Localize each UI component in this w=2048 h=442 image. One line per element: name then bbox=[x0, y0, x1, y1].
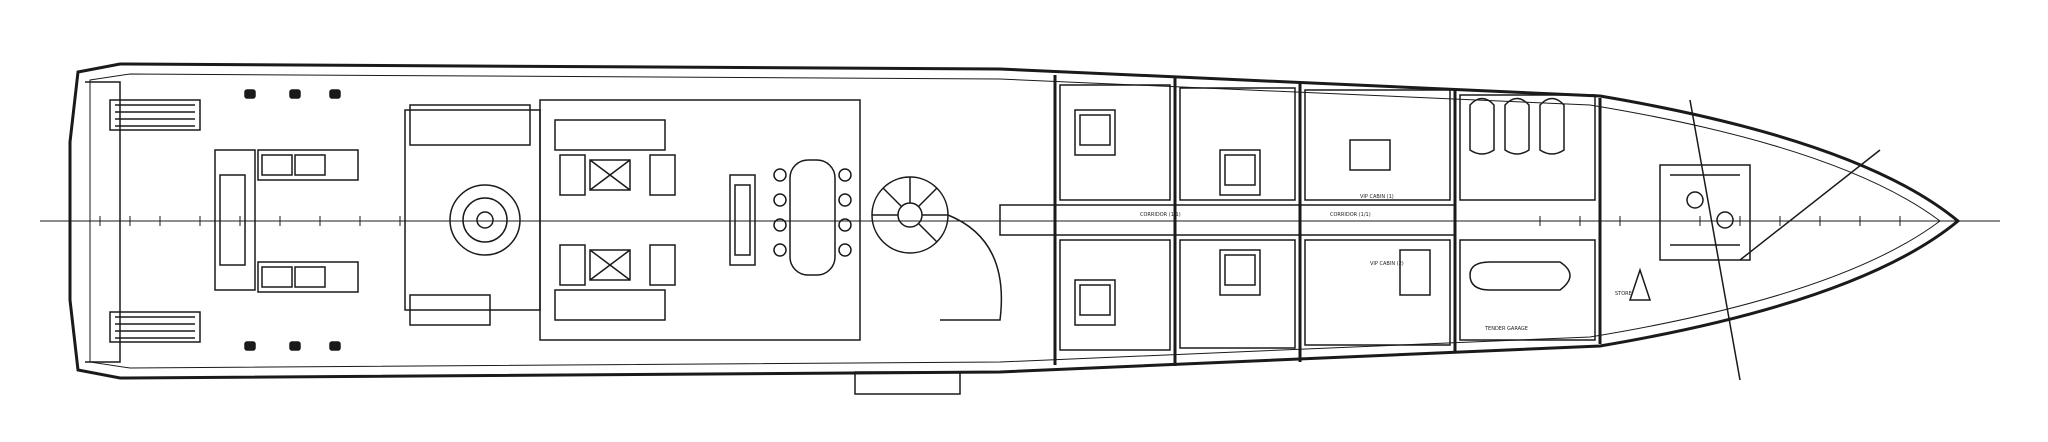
side-platform bbox=[854, 371, 961, 395]
guest-cabins bbox=[1059, 84, 1296, 351]
tender-garage bbox=[1459, 239, 1596, 341]
hull-outline bbox=[68, 62, 1961, 380]
spiral-stair-icon bbox=[871, 176, 1003, 321]
main-salon bbox=[539, 99, 861, 341]
aft-lounge bbox=[214, 89, 359, 351]
bed-icon bbox=[1074, 109, 1116, 156]
jetski-garage bbox=[1459, 94, 1596, 201]
corridor bbox=[999, 204, 1456, 236]
table-icon bbox=[589, 159, 631, 191]
dining-area bbox=[773, 159, 852, 276]
tender-icon bbox=[1469, 261, 1571, 291]
stern-steps bbox=[85, 81, 201, 363]
jacuzzi-area bbox=[404, 104, 541, 326]
sofa-icon bbox=[554, 119, 666, 151]
corridor-label: CORRIDOR (1/1) bbox=[1140, 212, 1181, 218]
store-label: STORE bbox=[1615, 291, 1632, 297]
vip-cabin-2-label: VIP CABIN (2) bbox=[1370, 261, 1404, 267]
vip-cabin bbox=[1304, 89, 1451, 346]
jacuzzi-icon bbox=[449, 184, 521, 256]
bow-area bbox=[1628, 99, 1881, 381]
corridor-label-aft: CORRIDOR (1/1) bbox=[1330, 212, 1371, 218]
vip-cabin-label: VIP CABIN (1) bbox=[1360, 194, 1394, 200]
frame-ticks bbox=[99, 216, 1901, 226]
jetski-icon bbox=[1469, 97, 1495, 155]
tender-garage-label: TENDER GARAGE bbox=[1484, 326, 1528, 332]
